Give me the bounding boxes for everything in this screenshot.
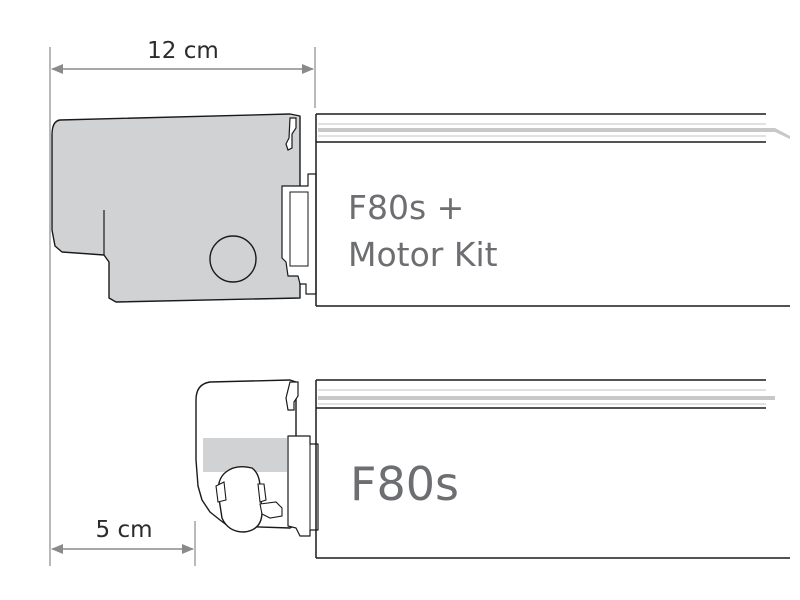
dimension-12cm: 12 cm — [51, 38, 314, 74]
dimension-guides — [49, 47, 316, 566]
crank-pivot — [259, 501, 283, 519]
crank-handle-detail — [215, 481, 267, 503]
motor-cap-icon — [209, 235, 257, 283]
product-label-motor-kit-line1: F80s + — [348, 188, 464, 227]
cassette-body-bottom — [316, 379, 790, 559]
dimension-label-5cm: 5 cm — [96, 517, 153, 543]
fabric-strip-top — [318, 128, 790, 139]
awning-with-motor-kit: F80s + Motor Kit — [51, 113, 790, 307]
fabric-strip-bottom — [318, 396, 775, 400]
end-cap-clip — [285, 381, 299, 411]
dimension-5cm: 5 cm — [51, 517, 194, 554]
cassette-inner-lines-bottom — [318, 389, 766, 405]
motor-kit-housing — [51, 113, 301, 303]
motor-kit-clip — [285, 117, 297, 151]
cassette-inner-lines-top — [318, 123, 766, 137]
end-cap-bracket — [287, 435, 319, 537]
awning-standard: F80s — [195, 379, 790, 559]
product-label-motor-kit-line2: Motor Kit — [348, 235, 498, 274]
cassette-body-top — [316, 113, 790, 307]
motor-kit-bracket-inner — [289, 191, 309, 267]
product-label-standard: F80s — [350, 457, 459, 511]
dimension-label-12cm: 12 cm — [147, 38, 219, 64]
